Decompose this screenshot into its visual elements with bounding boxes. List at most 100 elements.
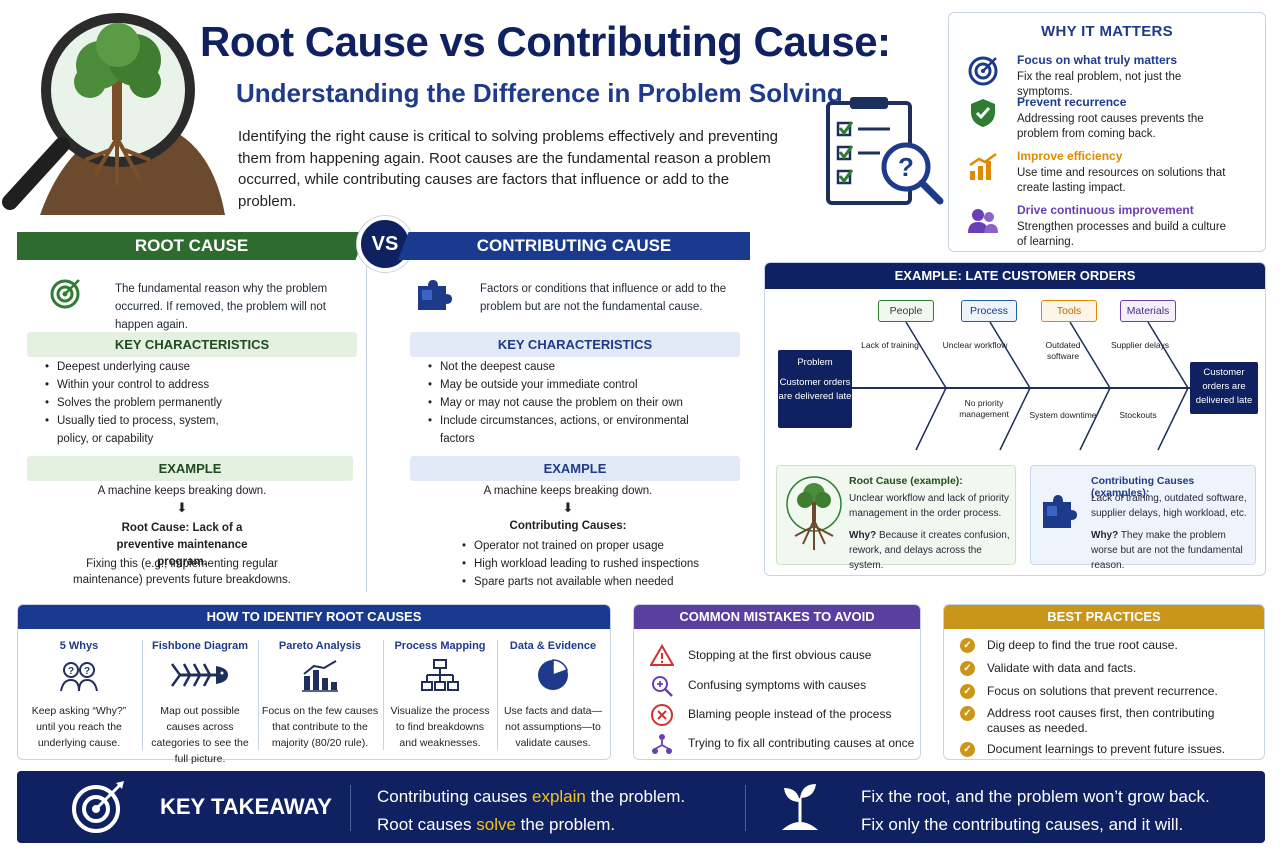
magnifier-plus-icon	[652, 676, 673, 697]
people-icon	[968, 209, 998, 233]
step-data-evidence: Data & Evidence Use facts and data—not a…	[503, 640, 603, 749]
page-title: Root Cause vs Contributing Cause:	[200, 18, 891, 65]
root-example-cause: Root Cause: Lack of a preventive mainten…	[116, 522, 248, 568]
fishbone-problem-box: Problem Customer orders are delivered la…	[778, 350, 852, 428]
intro-text: Identifying the right cause is critical …	[238, 128, 779, 210]
svg-text:?: ?	[84, 666, 90, 677]
arrow-down-icon: ⬇	[562, 500, 574, 515]
step-5-whys: 5 Whys ?? Keep asking “Why?” until you r…	[31, 640, 127, 749]
growth-chart-icon	[969, 152, 997, 180]
contrib-example-text: Lack of training, outdated software, sup…	[1091, 493, 1247, 519]
contrib-example-heading: Contributing Causes (examples):	[1091, 475, 1195, 499]
mistake-item: Stopping at the first obvious cause	[650, 644, 871, 666]
fish-bone-icon	[170, 663, 228, 687]
best-practice-item: ✓Focus on solutions that prevent recurre…	[960, 684, 1260, 699]
root-cause-example-box: Root Cause (example): Unclear workflow a…	[776, 465, 1016, 571]
step-process-mapping: Process Mapping Visualize the process to…	[390, 640, 490, 749]
list-item: Deepest underlying cause	[43, 358, 243, 376]
contrib-example-cause: Contributing Causes:	[509, 520, 627, 532]
mistake-item: Blaming people instead of the process	[650, 704, 891, 726]
fishbone-category-tools: Tools	[1041, 300, 1097, 322]
list-item: Usually tied to process, system, policy,…	[43, 412, 243, 448]
vs-badge: VS	[357, 216, 413, 272]
contrib-example-title: EXAMPLE	[410, 456, 740, 481]
check-icon: ✓	[960, 742, 975, 757]
best-practice-item: ✓Dig deep to find the true root cause.	[960, 638, 1260, 653]
flowchart-icon	[421, 659, 459, 691]
root-characteristics-list: Deepest underlying causeWithin your cont…	[43, 358, 243, 448]
takeaway-right-text: Fix the root, and the problem won’t grow…	[861, 787, 1210, 834]
fishbone-category-people: People	[878, 300, 934, 322]
svg-text:?: ?	[68, 666, 74, 677]
fishbone-category-materials: Materials	[1120, 300, 1176, 322]
sprout-icon	[782, 784, 818, 830]
best-practice-item: ✓Validate with data and facts.	[960, 661, 1260, 676]
x-circle-icon	[651, 704, 673, 726]
target-icon	[72, 781, 124, 833]
list-item: May be outside your immediate control	[426, 376, 716, 394]
contributing-cause-desc: Factors or conditions that influence or …	[480, 283, 727, 313]
root-key-title: KEY CHARACTERISTICS	[27, 332, 357, 357]
takeaway-left-text: Contributing causes explain the problem.…	[377, 787, 686, 834]
step-fishbone: Fishbone Diagram Map out possible causes…	[151, 640, 249, 765]
contrib-example-list: Operator not trained on proper usageHigh…	[460, 537, 740, 591]
list-item: May or may not cause the problem on thei…	[426, 394, 716, 412]
root-cause-desc: The fundamental reason why the problem o…	[115, 283, 328, 331]
fishbone-title: EXAMPLE: LATE CUSTOMER ORDERS	[765, 263, 1265, 289]
best-practices-panel: BEST PRACTICES	[943, 604, 1265, 760]
list-item: Solves the problem permanently	[43, 394, 243, 412]
question-people-icon: ??	[60, 662, 98, 692]
list-item: Operator not trained on proper usage	[460, 537, 740, 555]
contrib-key-title: KEY CHARACTERISTICS	[410, 332, 740, 357]
best-practices-title: BEST PRACTICES	[944, 605, 1264, 629]
fishbone-cause-label: No priority management	[959, 398, 1009, 419]
check-icon: ✓	[960, 661, 975, 676]
identify-panel: HOW TO IDENTIFY ROOT CAUSES	[17, 604, 611, 760]
root-example-why: Why? Because it creates confusion, rewor…	[849, 530, 1010, 571]
key-takeaway-label: KEY TAKEAWAY	[160, 794, 332, 819]
list-item: High workload leading to rushed inspecti…	[460, 555, 740, 573]
fishbone-category-process: Process	[961, 300, 1017, 322]
why-it-matters-panel: WHY IT MATTERS Focus on what truly matte…	[948, 12, 1266, 252]
list-item: Within your control to address	[43, 376, 243, 394]
contrib-example-why: Why? They make the problem worse but are…	[1091, 530, 1243, 571]
list-item: Spare parts not available when needed	[460, 573, 740, 591]
mistake-item: Confusing symptoms with causes	[650, 676, 866, 697]
svg-text:?: ?	[898, 152, 914, 182]
check-icon: ✓	[960, 706, 975, 721]
puzzle-icon	[1043, 495, 1077, 528]
puzzle-icon	[418, 280, 452, 310]
target-icon	[968, 56, 998, 86]
mistakes-title: COMMON MISTAKES TO AVOID	[634, 605, 920, 629]
contributing-cause-panel: CONTRIBUTING CAUSE Factors or conditions…	[398, 232, 750, 592]
mistakes-panel: COMMON MISTAKES TO AVOID	[633, 604, 921, 760]
check-icon: ✓	[960, 638, 975, 653]
magnifier-tree-illustration	[0, 10, 230, 215]
mistake-item: Trying to fix all contributing causes at…	[650, 734, 914, 754]
shield-check-icon	[971, 99, 995, 127]
clipboard-magnifier-icon: ?	[820, 95, 950, 210]
fishbone-cause-label: Stockouts	[1119, 410, 1157, 420]
contrib-example-problem: A machine keeps breaking down.	[483, 485, 653, 497]
contributing-example-box: Contributing Causes (examples): Lack of …	[1030, 465, 1256, 571]
contrib-characteristics-list: Not the deepest causeMay be outside your…	[426, 358, 716, 448]
bar-chart-icon	[302, 660, 338, 692]
warning-icon	[650, 644, 674, 666]
best-practice-item: ✓Address root causes first, then contrib…	[960, 706, 1230, 736]
fishbone-cause-label: Lack of training	[861, 340, 919, 350]
root-cause-panel: ROOT CAUSE The fundamental reason why th…	[17, 232, 367, 592]
root-cause-header: ROOT CAUSE	[17, 232, 366, 260]
tree-roots-icon	[786, 476, 842, 550]
network-icon	[652, 734, 672, 754]
root-example-heading: Root Cause (example):	[849, 475, 963, 487]
contributing-cause-header: CONTRIBUTING CAUSE	[398, 232, 750, 260]
check-icon: ✓	[960, 684, 975, 699]
list-item: Not the deepest cause	[426, 358, 716, 376]
fishbone-diagram	[852, 321, 1204, 451]
root-example-title: EXAMPLE	[27, 456, 353, 481]
page-subtitle: Understanding the Difference in Problem …	[236, 78, 843, 108]
